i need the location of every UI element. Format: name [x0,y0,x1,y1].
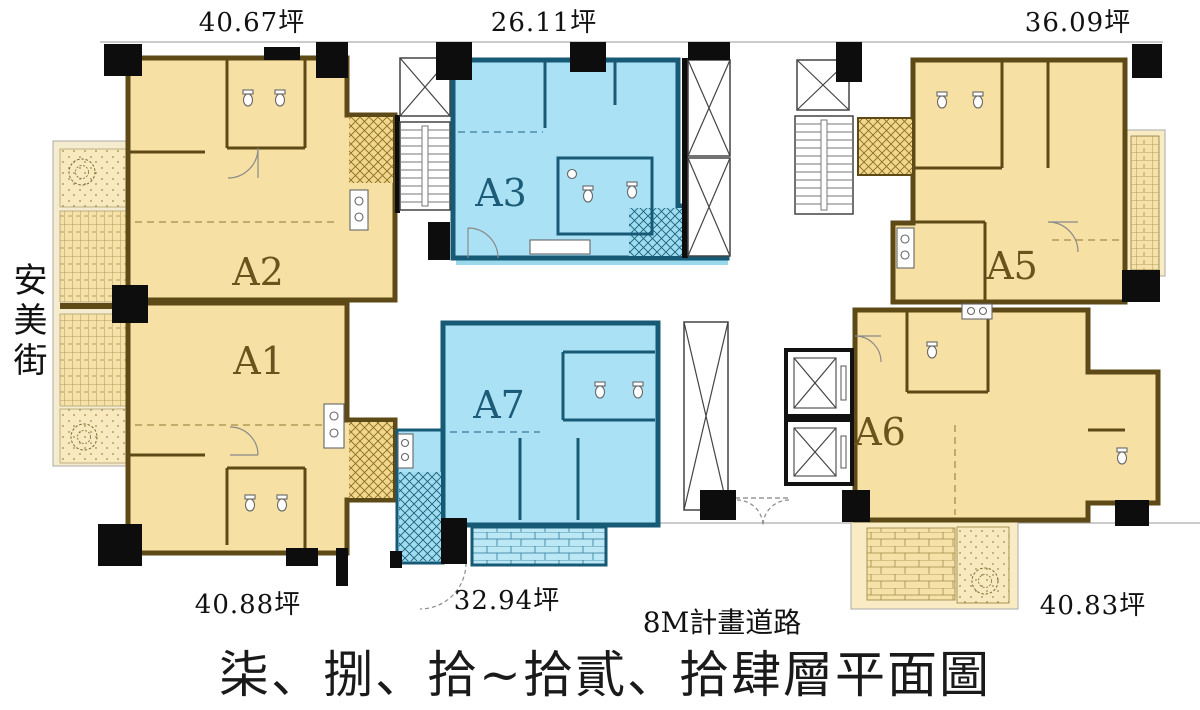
toilet-icon [242,89,254,107]
page-title: 柒、捌、拾~拾貳、拾肆層平面圖 [219,646,991,704]
unit-label-a3: A3 [474,171,527,215]
terrace-garden [956,526,1010,604]
elevator-2 [784,418,854,486]
toilet-icon [926,341,938,359]
stairs-east [794,115,854,215]
road-name-label: 8M計畫道路 [643,606,802,639]
stairs-west [399,121,451,211]
toilet-icon [972,91,984,109]
toilet-icon [274,89,286,107]
entry-lattice [857,117,914,176]
unit-a1-region [125,300,398,556]
unit-label-a5: A5 [985,244,1038,288]
toilet-icon [626,181,638,199]
balcony-deck [1130,135,1160,271]
entry-lattice [349,117,393,183]
area-label-a5: 36.09坪 [1025,8,1131,38]
toilet-icon [632,381,644,399]
unit-label-a7: A7 [472,383,525,427]
terrace-brick [866,527,956,601]
unit-a5-region [857,57,1166,305]
area-label-a6: 40.83坪 [1040,591,1146,621]
entrance-doors [735,497,791,527]
kitchen-counter [529,239,591,255]
balcony-brick [470,525,608,567]
unit-label-a6: A6 [853,410,906,454]
service-core [395,57,854,527]
toilet-icon [936,91,948,109]
stove-icon [961,303,993,320]
area-label-a2: 40.67坪 [199,8,305,38]
toilet-icon [276,494,288,512]
area-label-a3: 26.11坪 [491,8,597,38]
toilet-icon [1116,447,1128,465]
structural-columns [98,42,1162,586]
area-label-a1: 40.88坪 [195,590,301,620]
deck-bottom [59,313,129,407]
unit-a7-region [395,320,661,610]
street-name-label: 安美街 [7,262,47,382]
entry-lattice [399,472,441,561]
text-labels: 40.67坪 26.11坪 36.09坪 40.88坪 32.94坪 40.83… [7,8,1146,704]
toilet-icon [244,494,256,512]
toilet-icon [582,185,594,203]
stove-icon [323,403,345,449]
area-label-a7: 32.94坪 [454,586,560,616]
toilet-icon [594,381,606,399]
elevator-1 [784,348,854,418]
stove-icon [896,227,915,269]
unit-label-a2: A2 [231,250,284,294]
stove-icon [349,189,369,231]
unit-label-a1: A1 [232,339,285,383]
unit-a6-region [850,303,1161,610]
garden-patch-bottom [59,408,129,464]
entry-lattice [349,422,393,498]
sink-icon [566,168,578,180]
